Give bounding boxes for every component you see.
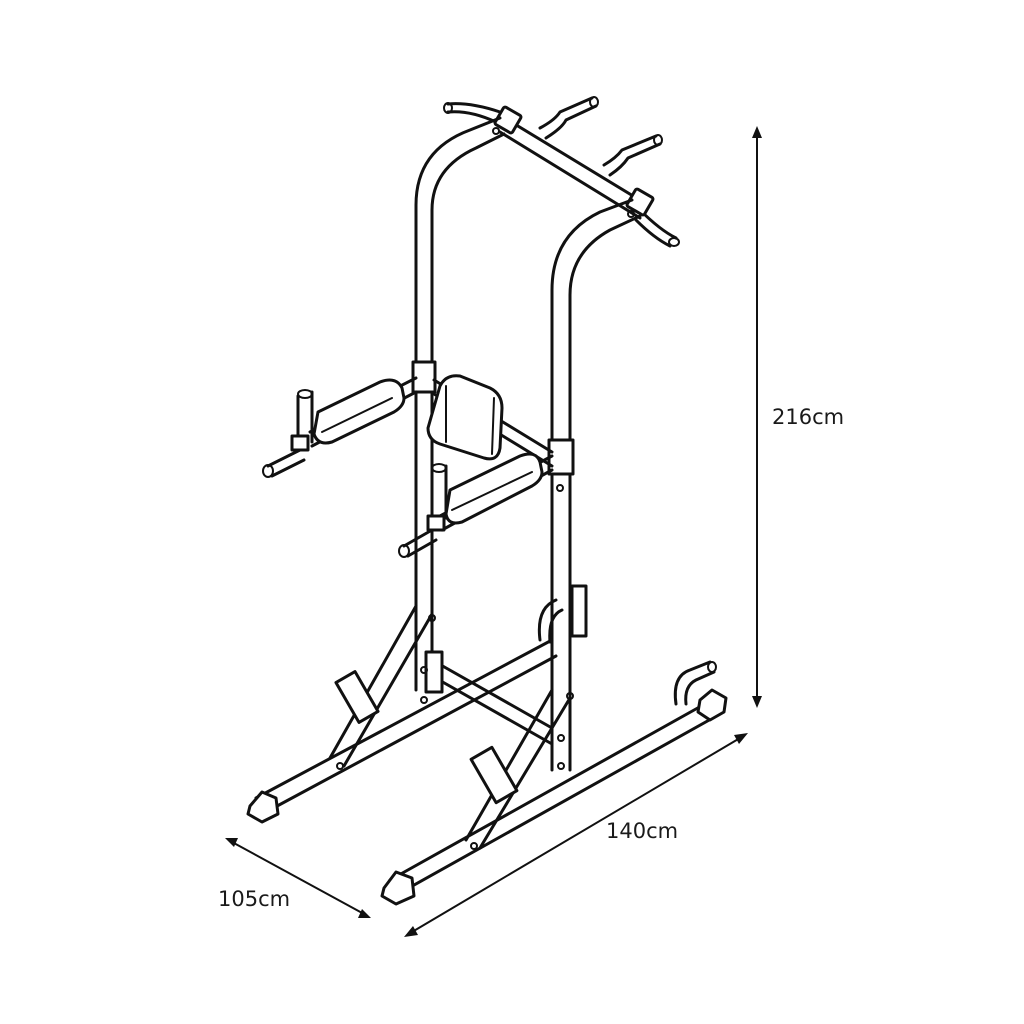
rear-base — [246, 604, 558, 824]
power-tower-illustration — [246, 96, 728, 906]
height-label: 216cm — [772, 405, 844, 429]
width-dimension: 105cm — [218, 838, 371, 918]
length-dimension: 140cm — [404, 733, 748, 937]
pullup-bar — [443, 96, 680, 248]
front-base — [380, 484, 728, 906]
height-dimension: 216cm — [752, 126, 844, 708]
width-label: 105cm — [218, 887, 290, 911]
length-label: 140cm — [606, 819, 678, 843]
lower-crossbar — [424, 584, 588, 746]
rear-upright — [414, 116, 506, 692]
dip-station — [262, 360, 575, 558]
front-upright — [550, 198, 642, 772]
